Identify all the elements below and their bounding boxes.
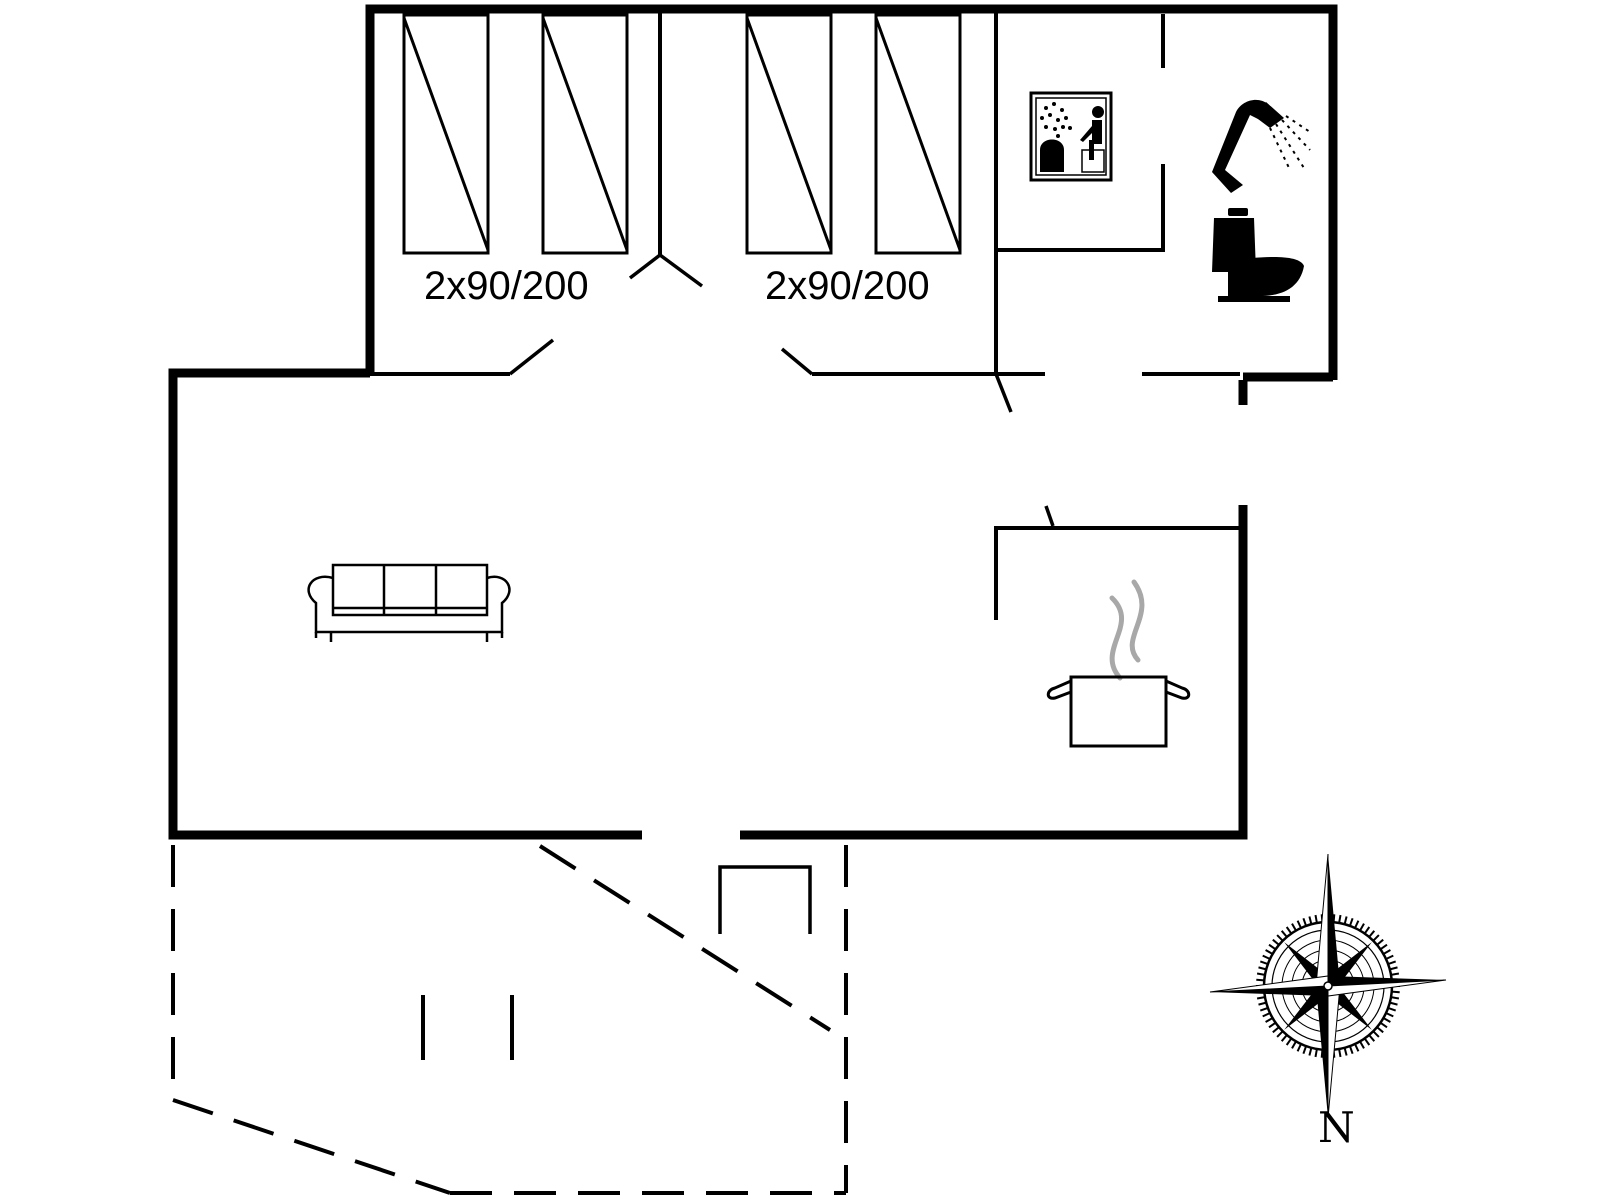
- compass-tick: [1314, 914, 1318, 924]
- compass-tick: [1382, 949, 1391, 955]
- shower-icon: [1212, 99, 1311, 193]
- beds: [402, 13, 962, 255]
- compass-tick: [1338, 1048, 1342, 1058]
- entrance-step: [718, 865, 812, 934]
- compass-tick: [1256, 978, 1265, 982]
- compass-tick: [1308, 916, 1313, 925]
- bed-size-label-left: 2x90/200: [424, 264, 589, 308]
- compass-tick: [1314, 1048, 1318, 1058]
- compass-tick: [1256, 972, 1266, 976]
- compass-tick: [1389, 1001, 1398, 1006]
- toilet-icon: [1212, 208, 1304, 302]
- compass-rose-icon: [1209, 853, 1447, 1119]
- compass-tick: [1348, 917, 1354, 927]
- compass-tick: [1389, 966, 1398, 971]
- compass-tick: [1368, 930, 1376, 938]
- compass-tick: [1343, 916, 1348, 925]
- compass-tick: [1285, 926, 1293, 935]
- compass-tick: [1276, 1030, 1284, 1038]
- terrace-outline: [171, 844, 848, 1195]
- compass-tick: [1385, 954, 1394, 960]
- compass-tick: [1343, 1047, 1348, 1056]
- compass-tick: [1285, 1037, 1293, 1046]
- compass-tick: [1259, 1006, 1269, 1012]
- compass-tick: [1296, 920, 1302, 929]
- compass-tick: [1385, 1012, 1394, 1018]
- compass-tick: [1280, 1034, 1288, 1042]
- interior-walls: [370, 9, 1240, 620]
- compass-tick: [1338, 914, 1342, 924]
- compass-tick: [1354, 1043, 1360, 1052]
- compass-tick: [1379, 943, 1388, 951]
- compass-tick: [1268, 1021, 1277, 1029]
- compass-tick: [1376, 938, 1384, 946]
- bed-2: [541, 13, 629, 255]
- compass-tick: [1382, 1017, 1391, 1023]
- bed-size-label-right: 2x90/200: [765, 264, 930, 308]
- compass-tick: [1372, 1030, 1380, 1038]
- compass-tick: [1308, 1047, 1313, 1056]
- compass-tick: [1363, 926, 1371, 935]
- compass-tick: [1390, 996, 1400, 1000]
- compass-tick: [1268, 943, 1277, 951]
- compass-tick: [1296, 1043, 1302, 1052]
- cooking-pot-icon: [1046, 579, 1191, 748]
- compass-tick: [1348, 1045, 1354, 1055]
- compass-tick: [1368, 1034, 1376, 1042]
- compass-tick: [1259, 960, 1269, 966]
- compass-tick: [1265, 1017, 1274, 1023]
- compass-tick: [1390, 972, 1400, 976]
- compass-tick: [1391, 990, 1400, 994]
- compass-tick: [1258, 1001, 1267, 1006]
- compass-tick: [1387, 960, 1397, 966]
- doors: [508, 253, 1055, 527]
- compass-tick: [1291, 923, 1297, 932]
- compass-tick: [1302, 1045, 1308, 1055]
- compass-tick: [1359, 1040, 1365, 1049]
- terrace-marks: [421, 995, 514, 1060]
- compass-tick: [1302, 917, 1308, 927]
- compass-tick: [1376, 1026, 1384, 1034]
- compass-tick: [1291, 1040, 1297, 1049]
- bed-3: [745, 13, 833, 255]
- compass-tick: [1272, 938, 1280, 946]
- exterior-walls: [168, 4, 1338, 840]
- compass-tick: [1372, 934, 1380, 942]
- bed-4: [874, 13, 962, 255]
- compass-tick: [1272, 1026, 1280, 1034]
- bed-1: [402, 13, 490, 255]
- compass-tick: [1363, 1037, 1371, 1046]
- compass-north-label: N: [1318, 1103, 1355, 1152]
- compass-tick: [1265, 949, 1274, 955]
- compass-tick: [1359, 923, 1365, 932]
- sauna-icon: [1029, 91, 1113, 182]
- compass-tick: [1379, 1021, 1388, 1029]
- compass-tick: [1387, 1006, 1397, 1012]
- compass-tick: [1256, 996, 1266, 1000]
- compass-tick: [1258, 966, 1267, 971]
- compass-tick: [1280, 930, 1288, 938]
- sofa-icon: [307, 563, 511, 642]
- compass-tick: [1354, 920, 1360, 929]
- compass-tick: [1262, 954, 1271, 960]
- compass-tick: [1276, 934, 1284, 942]
- compass-tick: [1262, 1012, 1271, 1018]
